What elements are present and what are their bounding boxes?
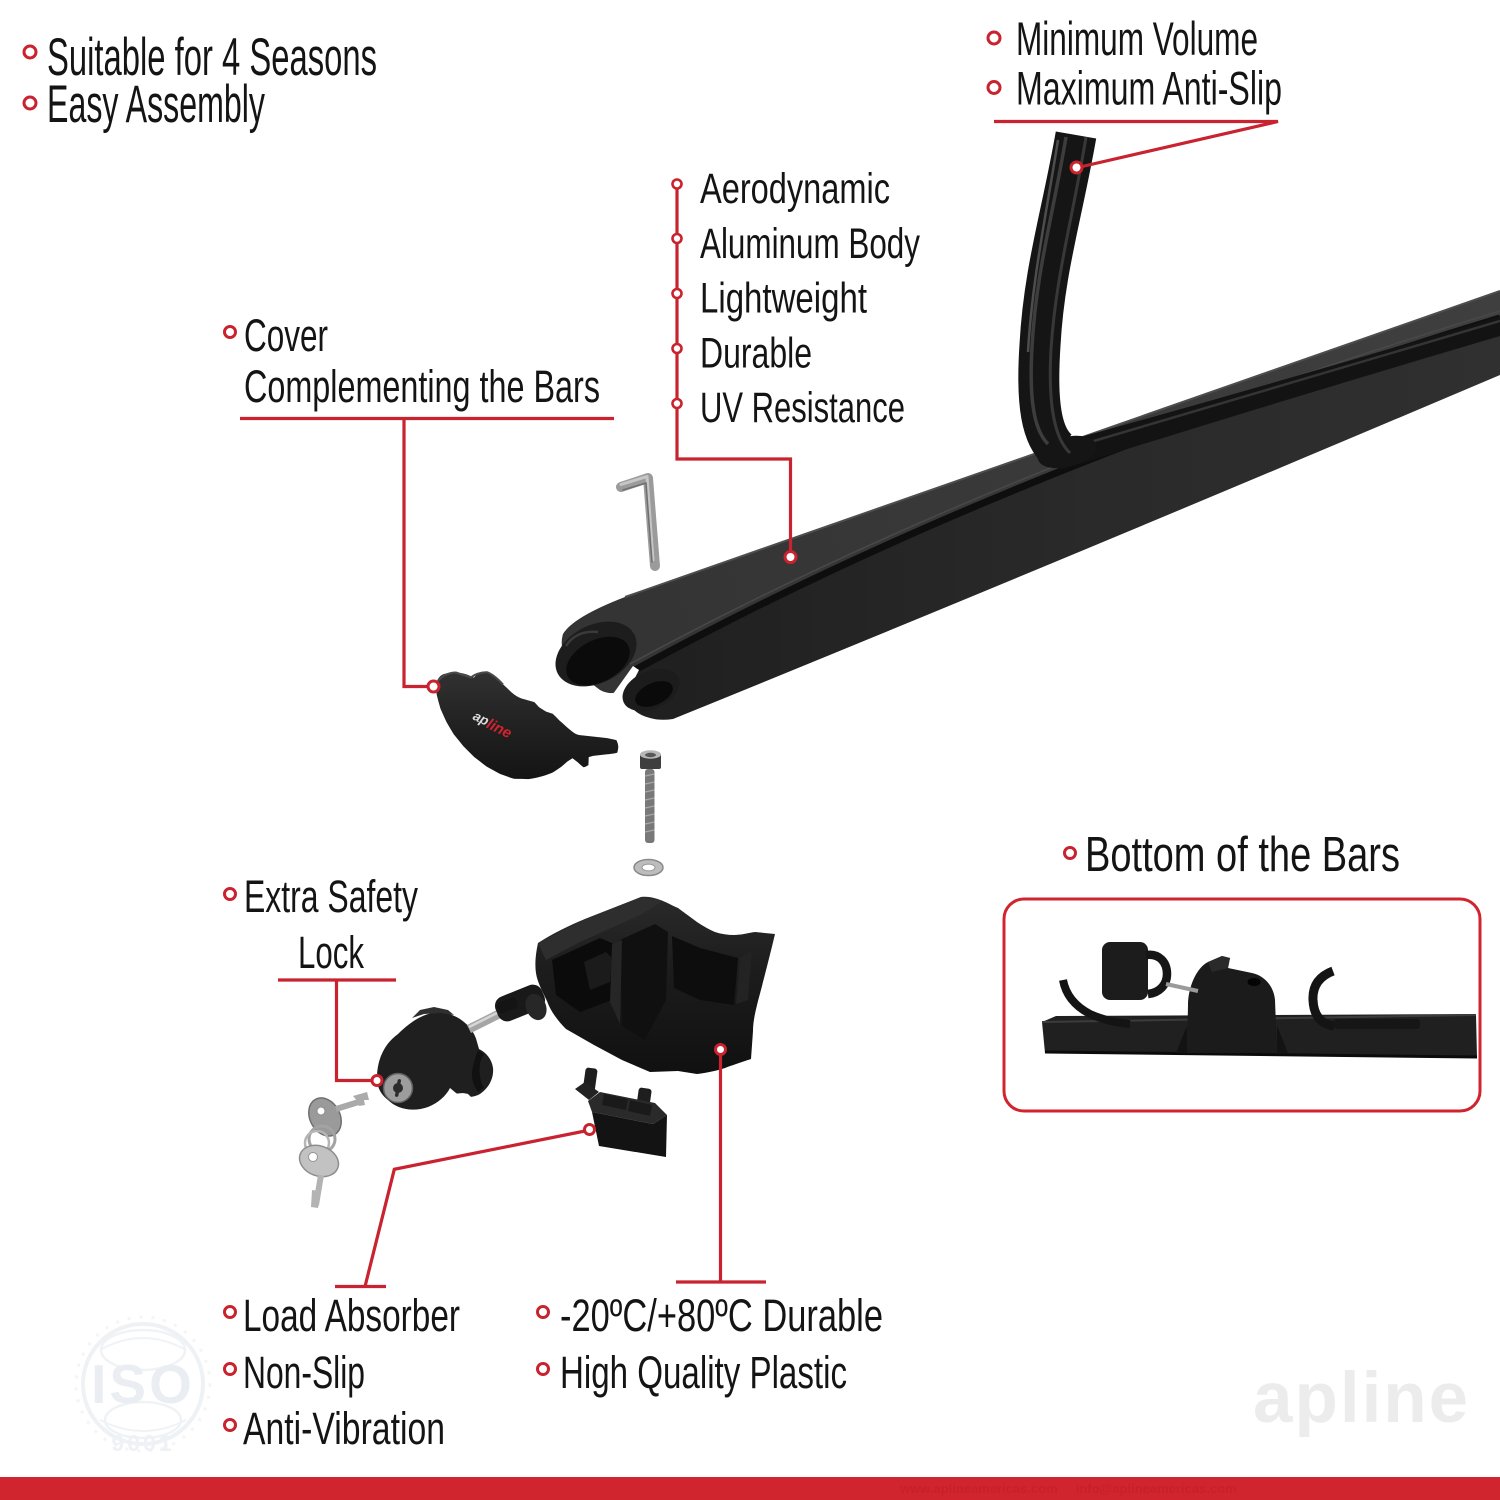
svg-text:High Quality Plastic: High Quality Plastic [560, 1347, 847, 1398]
svg-text:Suitable for 4 Seasons: Suitable for 4 Seasons [47, 28, 377, 87]
svg-text:Aerodynamic: Aerodynamic [700, 165, 890, 213]
svg-text:Extra Safety: Extra Safety [244, 871, 418, 922]
svg-text:-20ºC/+80ºC Durable: -20ºC/+80ºC Durable [560, 1290, 883, 1341]
svg-text:ISO: ISO [91, 1353, 195, 1415]
svg-text:Non-Slip: Non-Slip [243, 1347, 365, 1398]
svg-text:Lightweight: Lightweight [700, 275, 867, 323]
svg-text:9001: 9001 [111, 1430, 174, 1456]
svg-text:apline: apline [1253, 1359, 1470, 1438]
svg-text:Maximum Anti-Slip: Maximum Anti-Slip [1016, 62, 1282, 115]
svg-text:UV Resistance: UV Resistance [700, 384, 905, 432]
svg-text:Bottom of the Bars: Bottom of the Bars [1085, 828, 1400, 882]
svg-text:Easy Assembly: Easy Assembly [47, 75, 265, 134]
svg-text:Cover: Cover [244, 310, 328, 361]
svg-text:Durable: Durable [700, 330, 812, 378]
svg-text:Anti-Vibration: Anti-Vibration [243, 1403, 445, 1454]
svg-text:Minimum Volume: Minimum Volume [1016, 12, 1258, 65]
svg-text:Lock: Lock [298, 927, 364, 978]
svg-text:www.aplineamericas.com inf: www.aplineamericas.com info@aplineameric… [899, 1481, 1237, 1496]
svg-text:Load Absorber: Load Absorber [243, 1290, 460, 1341]
svg-text:Aluminum Body: Aluminum Body [700, 220, 920, 268]
svg-text:Complementing the Bars: Complementing the Bars [244, 361, 600, 412]
